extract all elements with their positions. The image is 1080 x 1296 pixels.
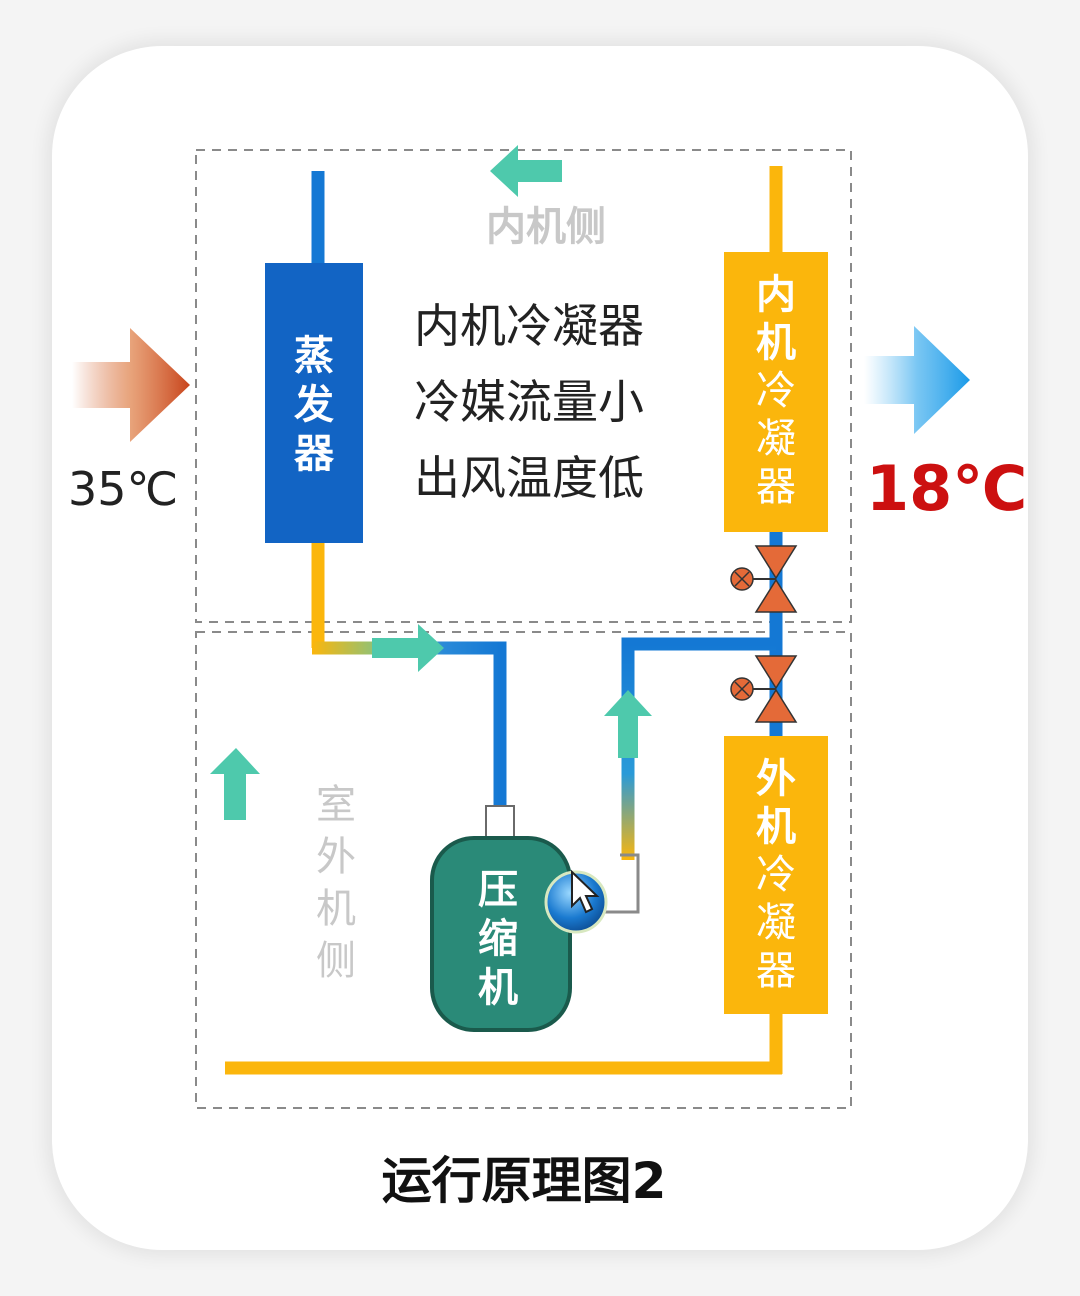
discharge-riser-pipe — [621, 637, 776, 860]
evaporator-label-3: 器 — [294, 431, 335, 477]
indoor-condenser-label-2: 机 — [756, 320, 796, 366]
outdoor-condenser-label-2: 机 — [756, 804, 796, 850]
outdoor-zone-label-2: 外 — [316, 834, 356, 880]
compressor-label-3: 机 — [478, 965, 518, 1011]
outdoor-condenser-label-4: 凝 — [756, 900, 796, 946]
description-line-1: 内机冷凝器 — [414, 299, 644, 353]
outlet-temperature: 18℃ — [866, 452, 1027, 525]
discharge-bend — [592, 853, 640, 914]
outlet-air-arrow-icon — [864, 326, 970, 434]
indoor-condenser-label-1: 内 — [756, 272, 796, 318]
evaporator-label-1: 蒸 — [294, 333, 334, 379]
outdoor-condenser-label-5: 器 — [756, 948, 796, 994]
outdoor-zone-box — [195, 631, 852, 1109]
description-line-2: 冷媒流量小 — [414, 375, 644, 429]
indoor-zone-box — [195, 149, 852, 623]
compressor — [430, 836, 572, 1032]
outdoor-zone-label-1: 室 — [316, 782, 356, 828]
diagram-card — [52, 46, 1028, 1250]
outdoor-zone-label-4: 侧 — [316, 938, 356, 984]
flow-arrow-suction — [372, 624, 444, 672]
outdoor-condenser-label-3: 冷 — [756, 852, 796, 898]
outdoor-expansion-valve — [730, 655, 798, 723]
diagram-caption: 运行原理图2 — [382, 1152, 667, 1210]
outdoor-condenser — [724, 736, 828, 1014]
flow-arrow-riser — [604, 690, 652, 758]
description-line-3: 出风温度低 — [414, 451, 644, 505]
inlet-air-arrow-icon — [72, 328, 190, 442]
compressor-label-2: 缩 — [478, 916, 518, 962]
indoor-condenser-label-4: 凝 — [756, 416, 796, 462]
cursor-icon — [571, 869, 600, 914]
indoor-condenser-label-5: 器 — [756, 464, 796, 510]
indoor-condenser — [724, 252, 828, 532]
evaporator-label-2: 发 — [294, 382, 334, 428]
inlet-temperature: 35℃ — [68, 462, 178, 516]
outdoor-condenser-label-1: 外 — [756, 756, 796, 802]
outdoor-zone-label-3: 机 — [316, 886, 356, 932]
flow-arrow-top — [490, 145, 562, 197]
indoor-zone-label: 内机侧 — [486, 204, 606, 250]
compressor-label-1: 压 — [478, 867, 518, 913]
evaporator — [265, 263, 363, 543]
indoor-expansion-valve — [730, 545, 798, 613]
flow-arrow-left — [210, 748, 260, 820]
indoor-condenser-label-3: 冷 — [756, 368, 796, 414]
